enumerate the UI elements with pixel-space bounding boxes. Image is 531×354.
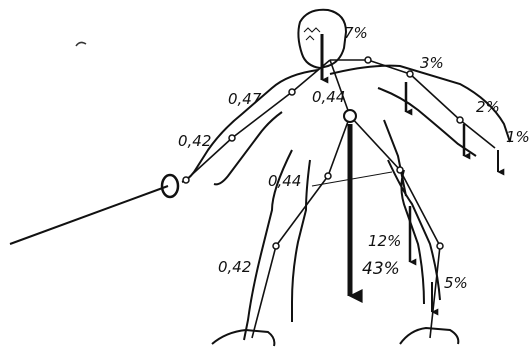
label-shank-ratio: 0,42 bbox=[218, 258, 251, 276]
foil-guard bbox=[162, 175, 178, 197]
joints bbox=[183, 57, 463, 249]
label-thigh-ratio: 0,44 bbox=[268, 172, 301, 190]
label-shank-percent: 5% bbox=[444, 274, 468, 292]
mask-mesh bbox=[304, 28, 320, 40]
label-forearm-percent: 2% bbox=[476, 98, 500, 116]
label-upper-arm-ratio: 0,47 bbox=[228, 90, 262, 108]
feet-outline bbox=[212, 328, 458, 346]
center-of-mass-marker bbox=[344, 110, 356, 122]
label-head-percent: 7% bbox=[344, 24, 368, 42]
label-thigh-percent: 12% bbox=[368, 232, 401, 250]
label-upper-arm-percent: 3% bbox=[420, 54, 444, 72]
label-body-percent: 43% bbox=[362, 259, 400, 279]
label-forearm-ratio: 0,42 bbox=[178, 132, 211, 150]
foil-blade bbox=[10, 186, 168, 244]
stray-mark bbox=[76, 42, 86, 46]
label-hand-percent: 1% bbox=[506, 128, 530, 146]
label-trunk-ratio: 0,44 bbox=[312, 88, 345, 106]
